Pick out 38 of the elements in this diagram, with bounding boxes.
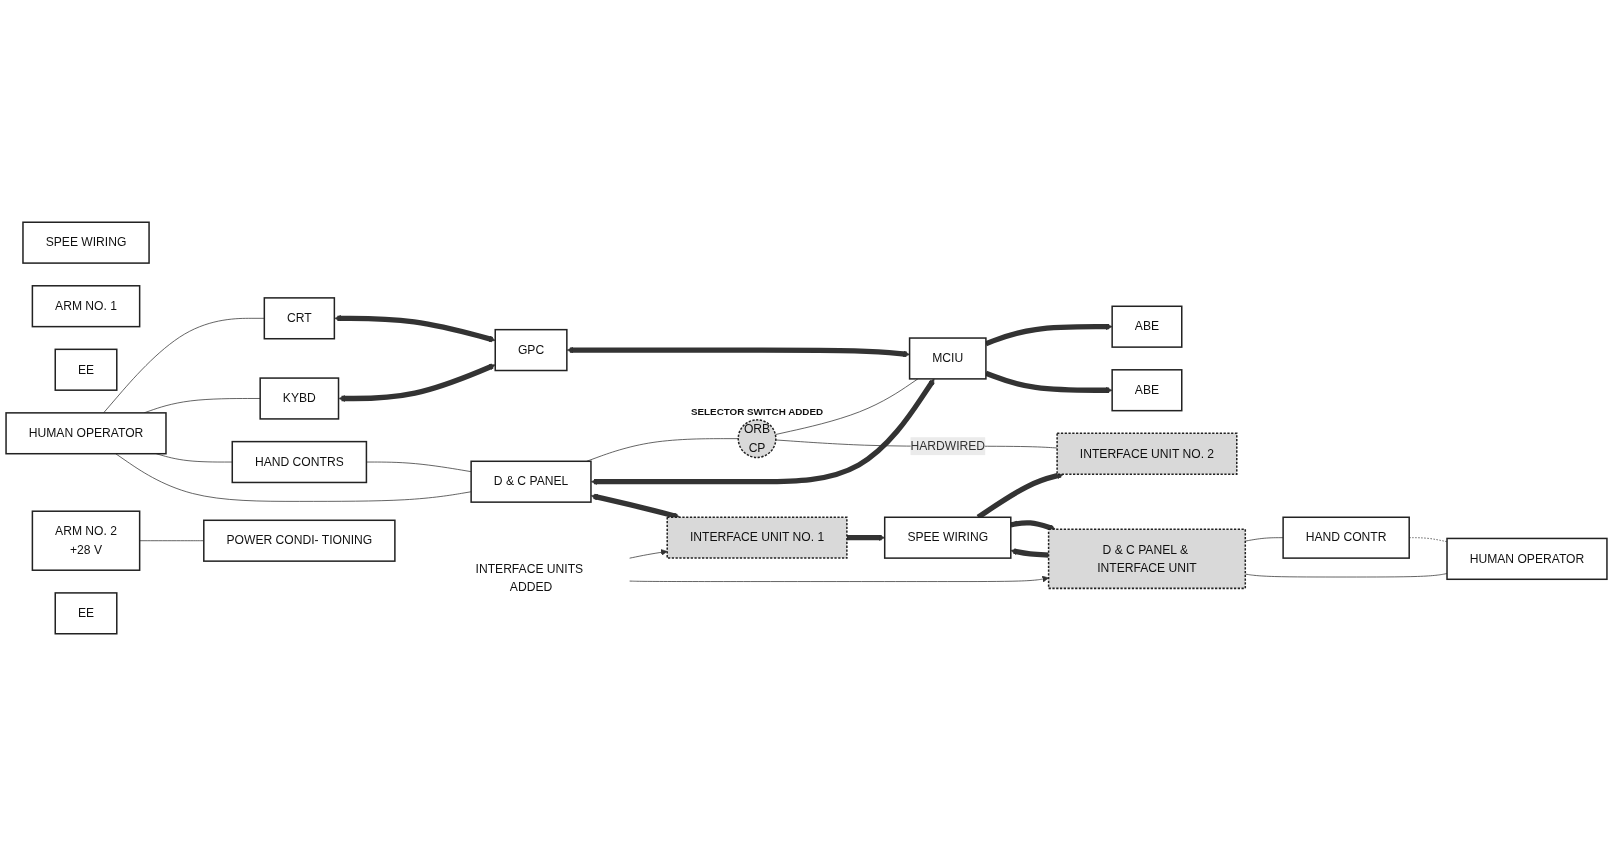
node-box: EE — [54, 592, 118, 635]
node-box: EE — [54, 348, 118, 391]
node-box: D & C PANEL & INTERFACE UNIT — [1047, 528, 1247, 590]
arrow — [590, 493, 681, 520]
node-box: MCIU — [908, 337, 987, 380]
node-box: ARM NO. 2 +28 V — [31, 510, 141, 571]
arrow — [590, 378, 935, 486]
edge-label: HARDWIRED — [910, 439, 986, 453]
arrow — [338, 363, 496, 402]
arrow — [566, 346, 910, 358]
node-circle: ORB CP — [737, 419, 777, 459]
node-box: SPEE WIRING — [22, 221, 150, 264]
node-box: GPC — [494, 328, 568, 372]
node-box: HUMAN OPERATOR — [5, 412, 167, 455]
connector — [775, 378, 919, 435]
node-box: INTERFACE UNIT NO. 1 — [666, 516, 848, 559]
node-box: POWER CONDI- TIONING — [203, 519, 396, 562]
node-box: CRT — [263, 297, 336, 340]
arrow — [846, 534, 885, 541]
connector — [103, 317, 265, 414]
node-box: ARM NO. 1 — [31, 285, 141, 328]
connector — [115, 453, 472, 502]
node-box: D & C PANEL — [470, 460, 592, 503]
node-box: INTERFACE UNIT NO. 2 — [1056, 432, 1238, 475]
node-box: ABE — [1111, 305, 1183, 348]
node-caption: SELECTOR SWITCH ADDED — [690, 406, 824, 418]
arrow — [1010, 548, 1049, 558]
node-box: HAND CONTRS — [231, 440, 368, 484]
node-box: HAND CONTR — [1282, 516, 1410, 559]
connector — [366, 461, 472, 473]
node-box: ABE — [1111, 369, 1183, 412]
arrow — [1010, 520, 1056, 531]
node-box: KYBD — [259, 377, 340, 420]
node-text: INTERFACE UNITS ADDED — [475, 562, 584, 594]
arrow — [334, 315, 496, 343]
node-box: HUMAN OPERATOR — [1446, 537, 1608, 581]
connector — [586, 438, 739, 462]
node-box: SPEE WIRING — [883, 516, 1012, 559]
